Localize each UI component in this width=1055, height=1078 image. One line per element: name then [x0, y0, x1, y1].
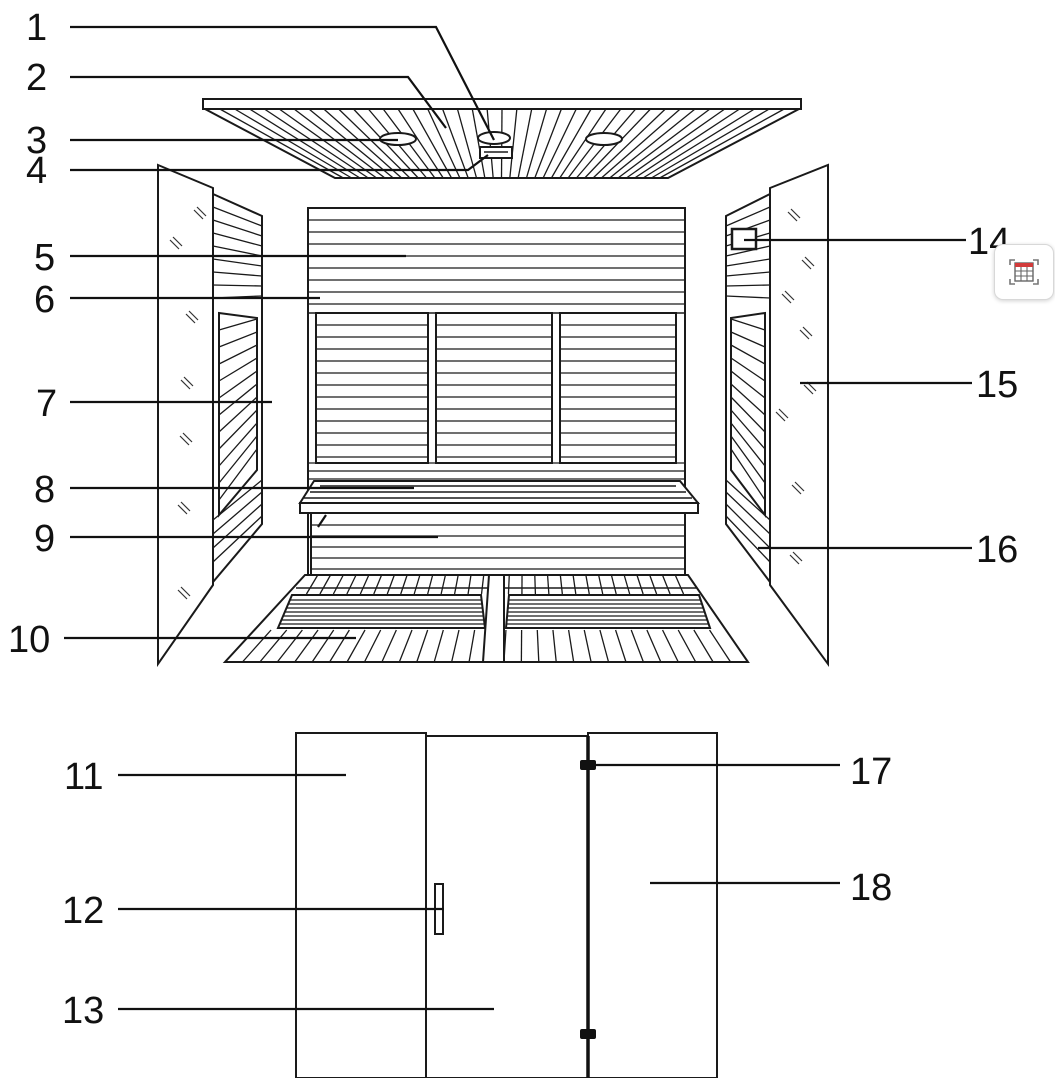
callout-9: 9	[34, 518, 55, 560]
callout-1: 1	[26, 7, 47, 49]
leader-lines	[64, 25, 972, 1011]
callout-16: 16	[976, 529, 1018, 571]
callout-13: 13	[62, 990, 104, 1032]
front-right-glass-panel	[587, 732, 718, 1078]
floor-center-strip	[481, 574, 505, 663]
callout-17: 17	[850, 751, 892, 793]
right-heater-slats	[730, 318, 766, 501]
floor-slats	[241, 574, 732, 663]
callout-11: 11	[64, 756, 103, 798]
front-door-assembly	[295, 732, 718, 1078]
callout-10: 10	[8, 619, 50, 661]
callout-6: 6	[34, 279, 55, 321]
back-heater-panels	[308, 312, 685, 480]
bench	[298, 480, 701, 576]
left-glass-wall	[157, 163, 214, 668]
left-heater-slats	[218, 318, 258, 501]
callout-7: 7	[36, 383, 57, 425]
left-side-panel	[212, 192, 263, 585]
floor	[222, 574, 750, 663]
callout-12: 12	[62, 890, 104, 932]
door-hinge-bottom	[580, 1029, 596, 1039]
right-glass-wall	[769, 163, 829, 668]
calculator-button[interactable]	[994, 244, 1054, 300]
callout-15: 15	[976, 364, 1018, 406]
callout-4: 4	[26, 150, 47, 192]
callout-18: 18	[850, 867, 892, 909]
calculator-icon	[1009, 259, 1039, 285]
callout-2: 2	[26, 57, 47, 99]
callout-3: 3	[26, 120, 47, 162]
callout-5: 5	[34, 237, 55, 279]
front-left-glass-panel	[295, 732, 427, 1078]
glass-reflection-marks	[169, 206, 207, 600]
callout-8: 8	[34, 469, 55, 511]
callout-numbers: 1 2 3 4 5 6 7 8 9 10 11 12 13 14 15 16 1…	[8, 7, 1018, 1032]
door-hinge-top	[580, 760, 596, 770]
glass-door	[425, 735, 589, 1078]
right-side-panel	[725, 192, 771, 585]
ceiling-light-right	[585, 132, 623, 146]
ceiling-slats	[219, 108, 785, 179]
ceiling-panel	[202, 98, 802, 179]
back-wall-top-slats	[308, 219, 685, 314]
glass-reflection-marks	[775, 208, 817, 565]
